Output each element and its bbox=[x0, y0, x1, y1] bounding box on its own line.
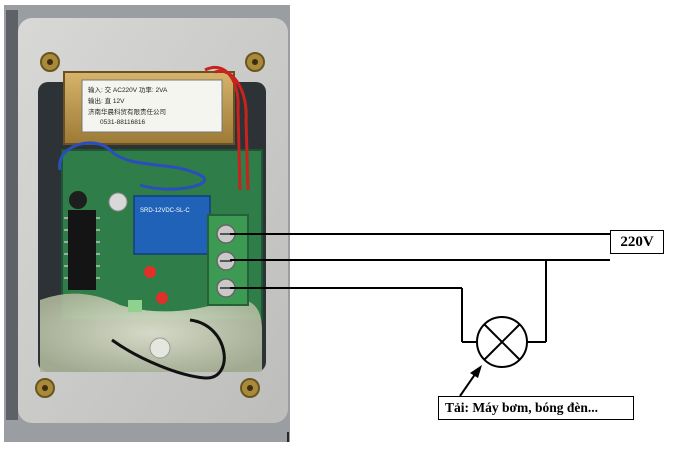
black-wire bbox=[111, 318, 226, 380]
ic-chip bbox=[68, 210, 96, 290]
relay-text: SRD-12VDC-SL-C bbox=[140, 208, 190, 214]
antenna-wire bbox=[58, 141, 207, 191]
load-label-text: Tải: Máy bơm, bóng đèn... bbox=[445, 400, 598, 415]
load-symbol bbox=[476, 316, 528, 368]
transformer-label-line4: 0531-88116816 bbox=[100, 119, 145, 126]
supply-voltage-text: 220V bbox=[620, 233, 654, 250]
controller-photo: 输入: 交 AC220V 功率: 2VA 输出: 直 12V 济南华晨科贸有限责… bbox=[4, 5, 290, 442]
wiring bbox=[230, 233, 610, 368]
transformer-label-line1: 输入: 交 AC220V 功率: 2VA bbox=[88, 85, 168, 94]
pair-button bbox=[128, 300, 142, 312]
pointer-arrow-icon bbox=[459, 365, 482, 397]
transformer-label-line2: 输出: 直 12V bbox=[88, 96, 125, 105]
relay: SRD-12VDC-SL-C bbox=[133, 195, 211, 255]
load-label: Tải: Máy bơm, bóng đèn... bbox=[438, 396, 634, 420]
transformer: 输入: 交 AC220V 功率: 2VA 输出: 直 12V 济南华晨科贸有限责… bbox=[63, 71, 235, 145]
led-red bbox=[156, 292, 168, 304]
push-button bbox=[149, 337, 171, 359]
supply-voltage-label: 220V bbox=[610, 230, 664, 254]
red-wire bbox=[204, 66, 242, 191]
led-red bbox=[144, 266, 156, 278]
transformer-label-line3: 济南华晨科贸有限责任公司 bbox=[88, 107, 166, 116]
potting-compound bbox=[40, 293, 262, 372]
capacitor bbox=[69, 191, 87, 209]
